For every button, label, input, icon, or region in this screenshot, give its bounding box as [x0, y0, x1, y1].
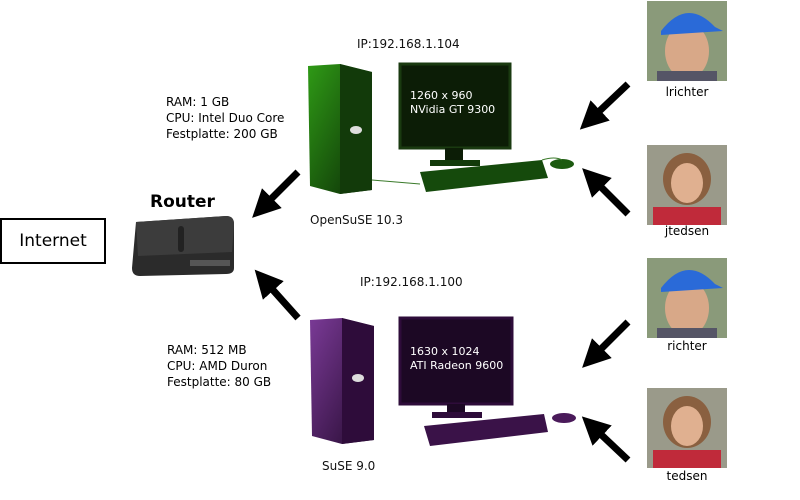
gpu: ATI Radeon 9600 [410, 359, 504, 372]
arrow-computer2-to-router [254, 269, 301, 321]
user-photo-richter [647, 258, 727, 338]
router-icon [132, 216, 234, 276]
computer-1-icon [308, 62, 574, 194]
user-photo-tedsen [647, 388, 727, 468]
spec-cpu: CPU: AMD Duron [167, 359, 268, 373]
arrow-user1 [579, 81, 631, 130]
computer-2-screen: 1630 x 1024 ATI Radeon 9600 [410, 345, 503, 373]
computer-1-screen: 1260 x 960 NVidia GT 9300 [410, 89, 495, 117]
arrow-computer1-to-router [252, 169, 301, 218]
router-label: Router [150, 192, 215, 212]
computer-2-icon [310, 316, 576, 446]
spec-ram: RAM: 1 GB [166, 95, 230, 109]
spec-cpu: CPU: Intel Duo Core [166, 111, 285, 125]
computer-2-ip: IP:192.168.1.100 [360, 275, 463, 289]
arrow-user4 [581, 416, 631, 463]
gpu: NVidia GT 9300 [410, 103, 496, 116]
resolution: 1260 x 960 [410, 89, 473, 102]
internet-box: Internet [0, 218, 106, 264]
resolution: 1630 x 1024 [410, 345, 480, 358]
internet-label: Internet [19, 231, 87, 251]
user-photo-jtedsen [647, 145, 727, 225]
computer-1-ip: IP:192.168.1.104 [357, 37, 460, 51]
user-name: jtedsen [664, 224, 710, 238]
user-name: lrichter [665, 85, 709, 99]
computer-2-os: SuSE 9.0 [322, 459, 376, 473]
spec-disk: Festplatte: 80 GB [167, 375, 272, 389]
arrow-user3 [582, 319, 631, 368]
computer-1-os: OpenSuSE 10.3 [310, 213, 404, 227]
user-name: richter [667, 339, 707, 353]
arrow-user2 [582, 168, 631, 217]
computer-2-specs: RAM: 512 MB CPU: AMD Duron Festplatte: 8… [167, 342, 271, 390]
user-photo-lrichter [647, 1, 727, 81]
computer-1-specs: RAM: 1 GB CPU: Intel Duo Core Festplatte… [166, 94, 284, 142]
spec-ram: RAM: 512 MB [167, 343, 247, 357]
spec-disk: Festplatte: 200 GB [166, 127, 278, 141]
user-name: tedsen [666, 469, 708, 483]
